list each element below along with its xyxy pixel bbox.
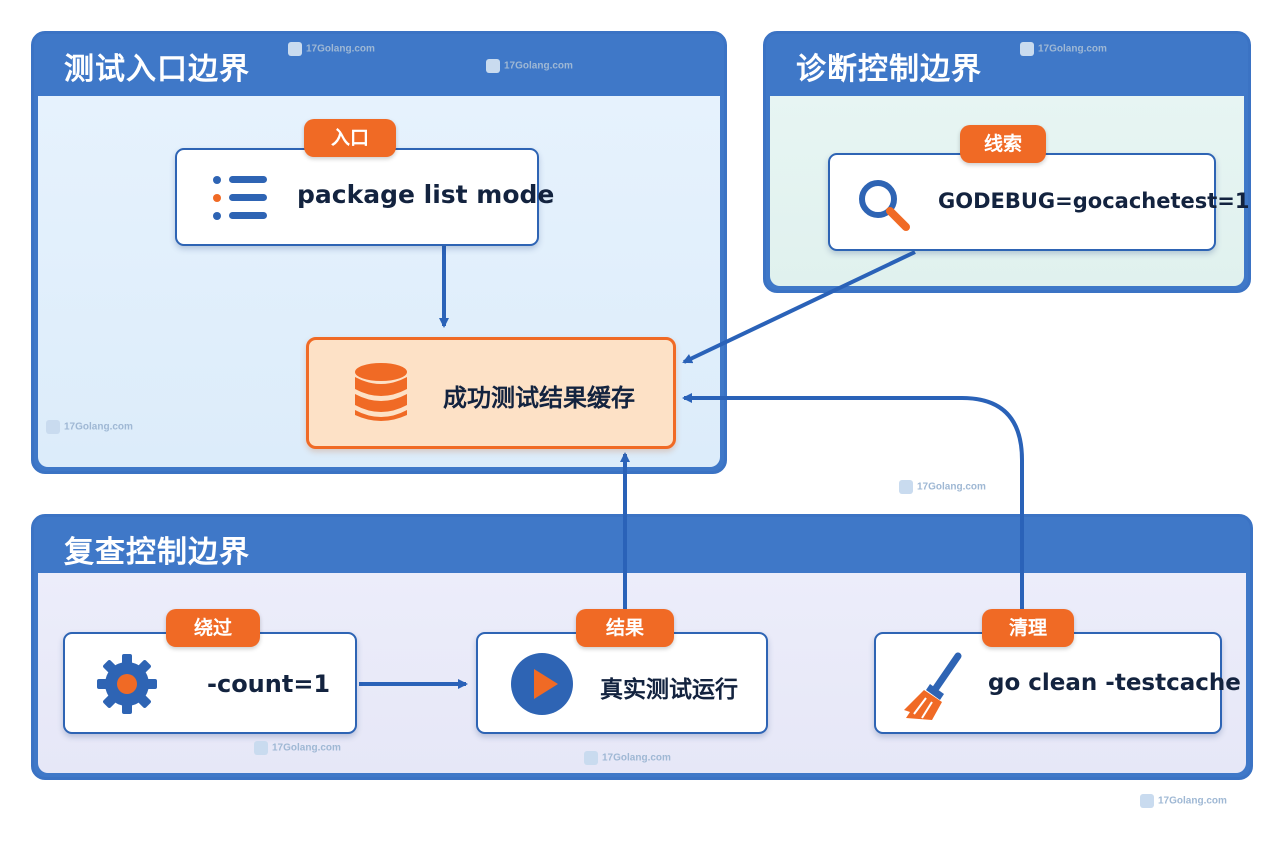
- gear-icon: [95, 652, 159, 720]
- arrow-godebug-to-cache: [682, 250, 916, 364]
- real-test-run-label: 真实测试运行: [600, 677, 738, 703]
- count-node: -count=1: [63, 632, 357, 734]
- arrow-clean-to-cache: [682, 393, 1024, 612]
- entry-tag: 入口: [304, 119, 396, 157]
- clue-tag: 线索: [960, 125, 1046, 163]
- list-icon: [209, 173, 269, 227]
- clean-label: go clean -testcache: [988, 670, 1241, 696]
- diagnostic-boundary-title: 诊断控制边界: [796, 52, 982, 87]
- watermark: 17Golang.com: [899, 480, 986, 494]
- test-cache-node: 成功测试结果缓存: [306, 337, 676, 449]
- watermark: 17Golang.com: [46, 420, 133, 434]
- count-label: -count=1: [207, 670, 331, 698]
- play-icon: [510, 652, 574, 720]
- real-test-run-node: 真实测试运行: [476, 632, 768, 734]
- package-list-node: package list mode: [175, 148, 554, 246]
- watermark: 17Golang.com: [486, 59, 573, 73]
- watermark: 17Golang.com: [254, 741, 341, 755]
- godebug-label: GODEBUG=gocachetest=1: [938, 189, 1250, 213]
- broom-icon: [900, 652, 964, 726]
- entry-boundary-title: 测试入口边界: [64, 52, 250, 87]
- watermark: 17Golang.com: [288, 42, 375, 56]
- result-tag: 结果: [576, 609, 674, 647]
- cleanup-tag: 清理: [982, 609, 1074, 647]
- database-icon: [349, 361, 413, 429]
- clean-node: go clean -testcache: [874, 632, 1241, 734]
- review-boundary-title: 复查控制边界: [64, 535, 250, 570]
- watermark: 17Golang.com: [584, 751, 671, 765]
- godebug-node: GODEBUG=gocachetest=1: [828, 153, 1250, 251]
- watermark: 17Golang.com: [1140, 794, 1227, 808]
- search-icon: [854, 175, 914, 239]
- test-cache-label: 成功测试结果缓存: [443, 384, 635, 412]
- package-list-label: package list mode: [297, 180, 555, 209]
- watermark: 17Golang.com: [1020, 42, 1107, 56]
- bypass-tag: 绕过: [166, 609, 260, 647]
